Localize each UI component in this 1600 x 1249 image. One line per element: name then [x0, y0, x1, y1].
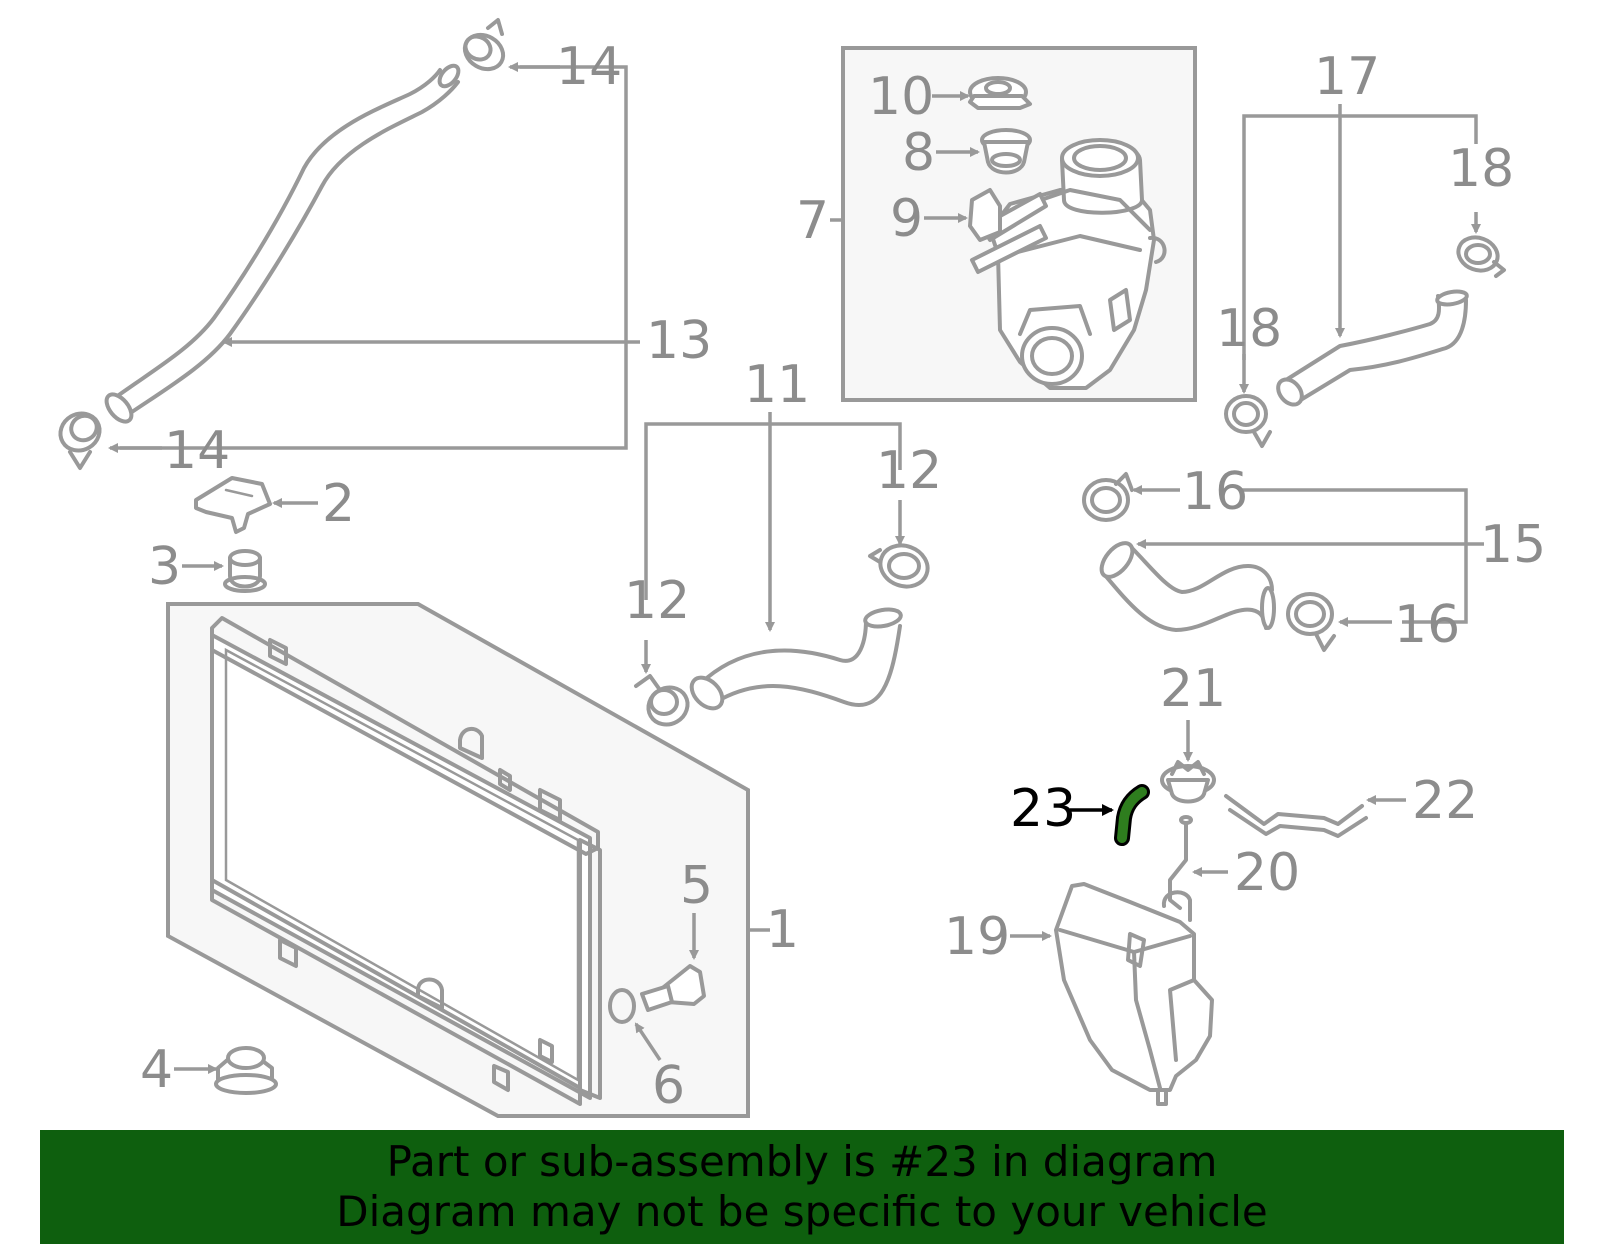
- bypass-hose: [1099, 541, 1276, 632]
- overflow-tube: [1168, 815, 1193, 910]
- thermostat-icon: [980, 128, 1032, 175]
- reservoir-pipe: [1224, 794, 1368, 838]
- drain-plug-icon: [640, 964, 706, 1012]
- callout-12-left: 12: [624, 571, 690, 631]
- highlighted-part-23-hose: [1114, 784, 1150, 846]
- hose-clamp-icon: [1456, 235, 1506, 278]
- coolant-reservoir: [1054, 882, 1214, 1106]
- callout-21: 21: [1160, 659, 1226, 719]
- heater-hose: [1276, 289, 1469, 407]
- callout-8: 8: [902, 123, 935, 183]
- upper-radiator-hose: [104, 63, 461, 424]
- bracket-icon: [194, 476, 272, 534]
- housing-cap-icon: [968, 76, 1032, 110]
- radiator-assembly: [166, 602, 750, 1118]
- callout-14-bottom: 14: [164, 421, 230, 481]
- callout-18-right: 18: [1448, 139, 1514, 199]
- nut-icon: [214, 1046, 278, 1095]
- part-info-banner: Part or sub-assembly is #23 in diagram D…: [40, 1130, 1564, 1244]
- callout-6: 6: [652, 1056, 685, 1116]
- callout-18-left: 18: [1216, 299, 1282, 359]
- callout-9: 9: [890, 189, 923, 249]
- callout-4: 4: [140, 1040, 173, 1100]
- banner-line-1: Part or sub-assembly is #23 in diagram: [386, 1137, 1218, 1186]
- callout-22: 22: [1412, 771, 1478, 831]
- callout-16-bottom: 16: [1394, 595, 1460, 655]
- callout-15: 15: [1480, 515, 1546, 575]
- callout-10: 10: [868, 67, 934, 127]
- thermostat-housing: [970, 138, 1167, 390]
- hose-clamp-icon: [58, 411, 102, 470]
- callout-13: 13: [646, 311, 712, 371]
- lower-radiator-hose: [689, 607, 903, 711]
- banner-line-2: Diagram may not be specific to your vehi…: [336, 1187, 1268, 1236]
- callout-11: 11: [744, 355, 810, 415]
- callout-19: 19: [944, 907, 1010, 967]
- callout-23: 23: [1010, 779, 1076, 839]
- callout-3: 3: [148, 537, 181, 597]
- callout-1: 1: [766, 900, 799, 960]
- hose-clamp-icon: [1224, 394, 1272, 448]
- mount-bushing-icon: [223, 549, 267, 593]
- callout-12-right: 12: [876, 441, 942, 501]
- callout-20: 20: [1234, 843, 1300, 903]
- hose-clamp-icon: [634, 674, 690, 727]
- hose-clamp-icon: [868, 543, 930, 589]
- reservoir-cap-icon: [1160, 760, 1216, 804]
- fitting-icon: [968, 188, 1002, 242]
- o-ring-icon: [608, 988, 636, 1024]
- callout-5: 5: [680, 856, 713, 916]
- callout-16-top: 16: [1182, 462, 1248, 522]
- callout-7: 7: [796, 191, 829, 251]
- callout-14-top: 14: [556, 37, 622, 97]
- hose-clamp-icon: [1286, 592, 1336, 652]
- callout-17: 17: [1314, 47, 1380, 107]
- hose-clamp-icon: [1082, 472, 1134, 522]
- hose-clamp-icon: [462, 18, 506, 72]
- callout-2: 2: [322, 474, 355, 534]
